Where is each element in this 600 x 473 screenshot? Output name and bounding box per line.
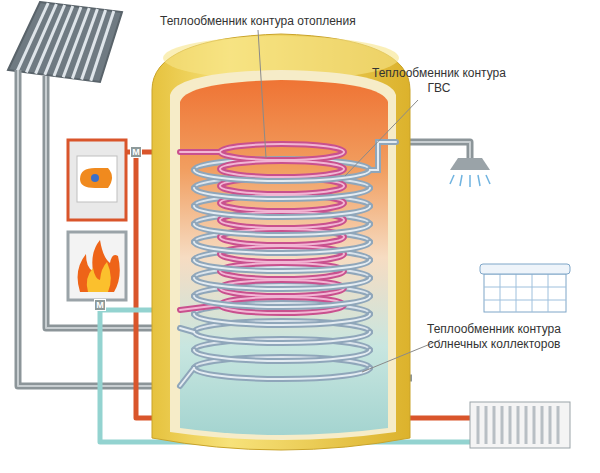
dhw-coil-front-shine	[180, 142, 396, 386]
insulation-cut	[170, 70, 396, 440]
leader-lines	[258, 30, 440, 372]
callout-label: Теплообменник контура солнечных коллекто…	[408, 322, 580, 352]
water-drops	[450, 175, 490, 187]
tank-shell	[152, 34, 410, 450]
leader-line	[345, 100, 418, 176]
radiator-fins	[478, 406, 558, 444]
solar-collector	[8, 2, 122, 82]
coils	[180, 142, 396, 386]
shower-head	[450, 158, 490, 170]
collector-panel	[8, 2, 122, 82]
valve-box: M	[94, 299, 106, 311]
callout-label: Теплообменник контура отопления	[160, 14, 390, 29]
callout-label: Теплообменник контура ГВС	[364, 66, 514, 96]
boiler-window	[77, 156, 117, 202]
burner-flame	[91, 174, 99, 182]
radiator-body	[470, 402, 570, 448]
leader-line	[258, 30, 266, 158]
bath-tiles	[484, 274, 566, 312]
storage-tank	[152, 34, 410, 450]
valve-letter: M	[95, 300, 105, 310]
fire-symbol	[78, 240, 120, 292]
collector-tubes	[17, 3, 114, 81]
bath-rim	[480, 264, 570, 274]
bathtub	[480, 264, 570, 312]
burner-icon	[80, 168, 112, 188]
gas-boiler	[68, 140, 126, 220]
boiler-units	[68, 140, 126, 300]
dhw-coil-front	[180, 142, 396, 386]
shower	[450, 158, 490, 187]
valve-box: M	[130, 146, 142, 158]
fire-core	[87, 262, 111, 292]
solid-fuel-boiler	[68, 232, 126, 300]
radiator	[470, 402, 570, 448]
bath-body	[484, 274, 566, 312]
valve-letter: M	[131, 147, 141, 157]
